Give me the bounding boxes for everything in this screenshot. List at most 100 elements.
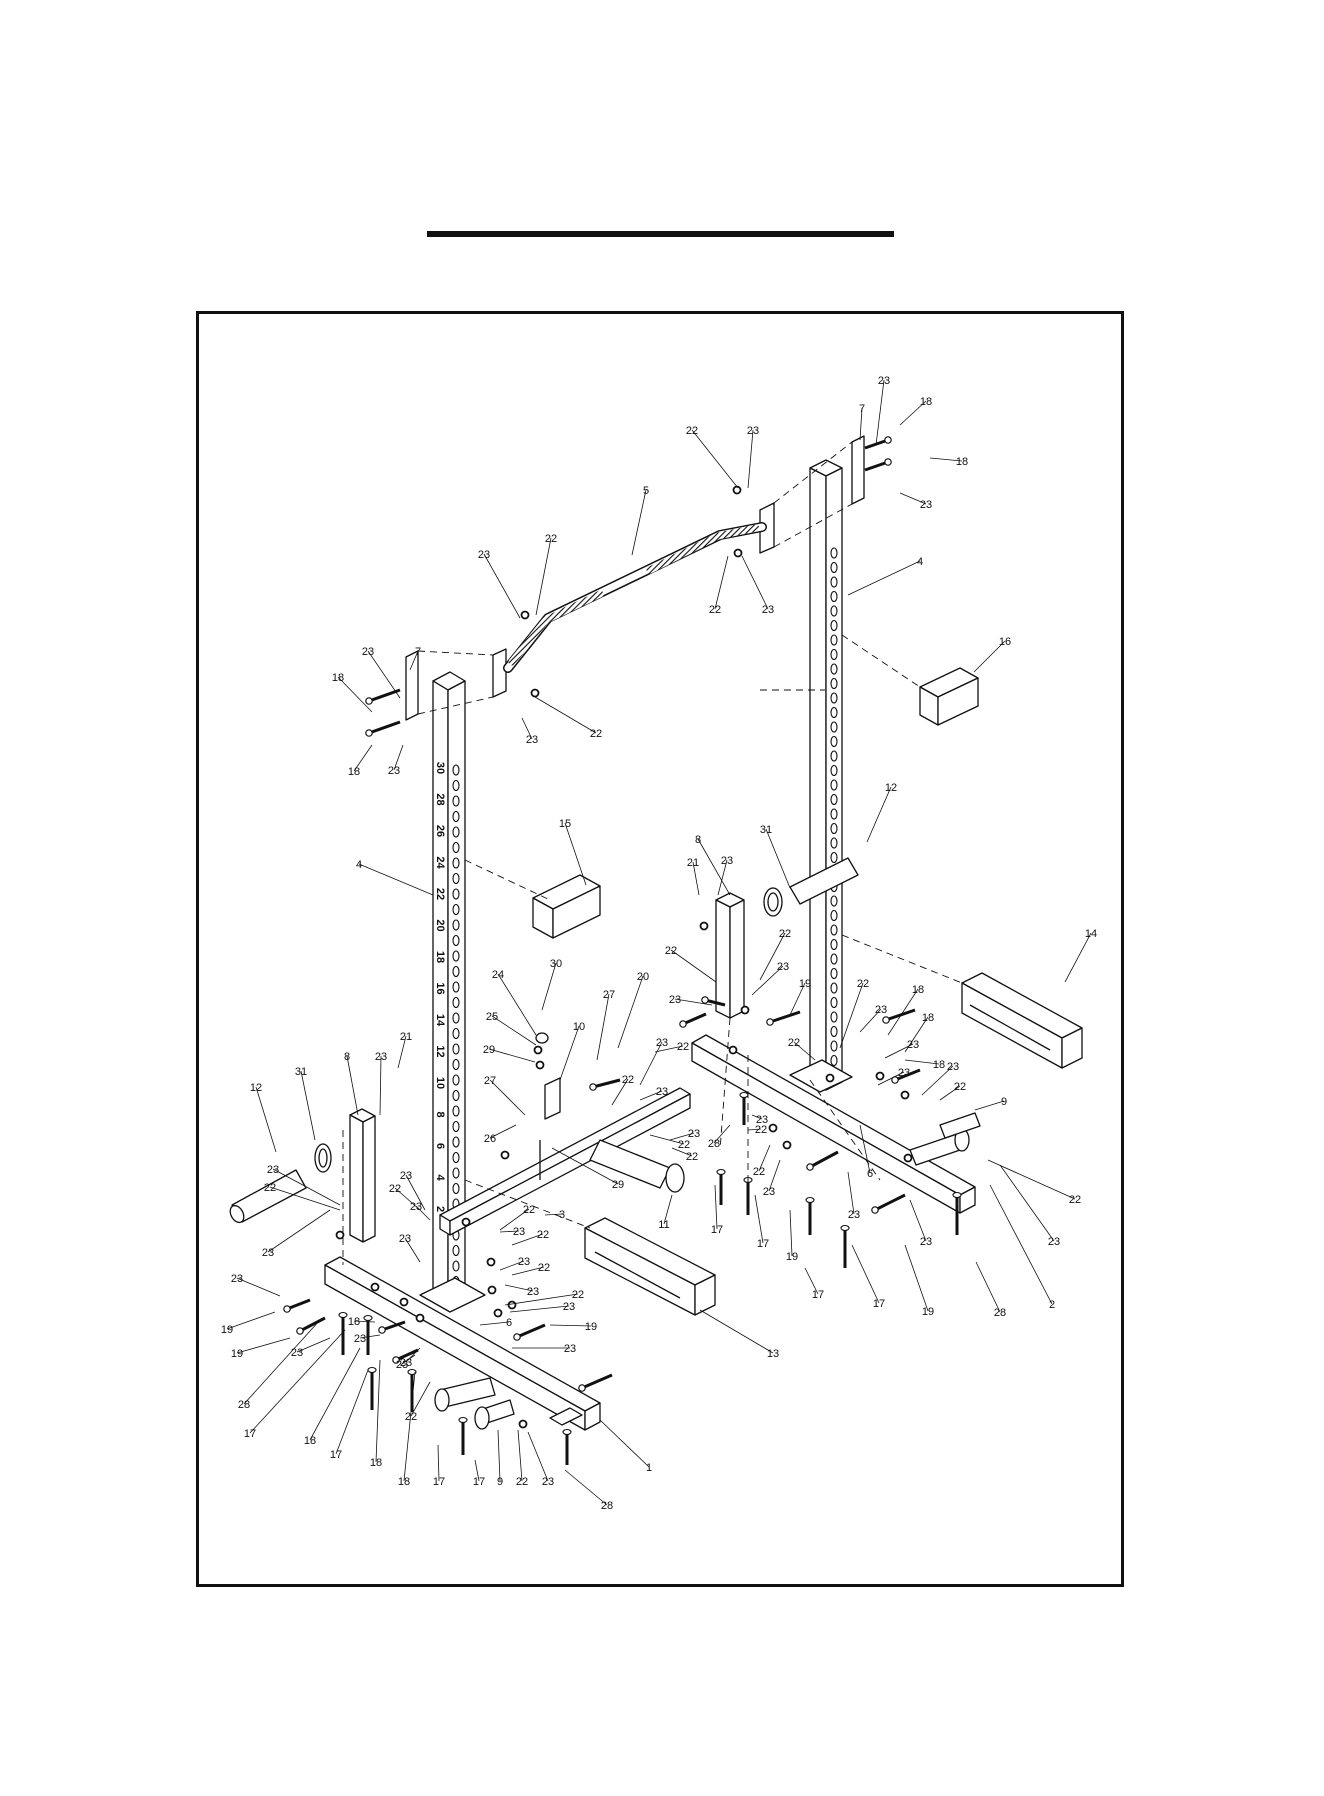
part-callout-23: 23 [410,1201,422,1213]
part-callout-22: 22 [709,604,721,616]
bolt [809,1150,839,1169]
bolt-head [766,1018,774,1026]
post-hole [452,950,460,962]
part-callout-19: 19 [922,1306,934,1318]
part-callout-9: 9 [1001,1096,1007,1108]
leader-line [929,457,963,462]
part-callout-12: 12 [250,1082,262,1094]
nut [875,1071,885,1081]
alignment-lines [342,441,963,1265]
leader-line [511,1266,545,1276]
part-callout-21: 21 [687,857,699,869]
post-hole [830,648,838,661]
part-callout-22: 22 [538,1262,550,1274]
right-base-frame [691,1034,976,1214]
leader-line [866,786,892,843]
leader-line [692,861,700,896]
part-callout-22: 22 [1069,1194,1081,1206]
bolt [381,1320,406,1332]
part-callout-27: 27 [484,1075,496,1087]
part-callout-23: 23 [907,1039,919,1051]
right-plate-post [715,892,745,1019]
bolt [592,1078,621,1089]
leader-line [768,1159,781,1192]
leader-line [887,988,919,1036]
leader-line [717,859,728,896]
leader-line [649,1134,685,1145]
part-callout-6: 6 [506,1317,512,1329]
part-callout-7: 7 [415,646,421,658]
part-callout-17: 17 [244,1428,256,1440]
bolt-head [884,458,892,466]
part-callout-23: 23 [518,1256,530,1268]
bolt [395,1348,419,1362]
post-hole [830,851,838,864]
post-hole [452,810,460,823]
post-hole [452,1043,460,1055]
leader-line [713,1124,731,1144]
leader-line [359,1334,381,1339]
leader-line [714,1184,718,1230]
nut [530,688,540,698]
page-edge-marks [460,1788,710,1792]
bolt [368,688,401,703]
plate-storage-pin-left [434,1377,515,1430]
leader-line [488,1048,536,1063]
post-hole [452,934,460,947]
post-hole [830,692,838,704]
post-hole [452,996,460,1009]
title-rule [427,231,894,237]
part-callout-23: 23 [747,425,759,437]
part-callout-22: 22 [523,1204,535,1216]
post-hole [452,795,460,807]
bolt-head [701,996,709,1004]
part-callout-22: 22 [665,945,677,957]
leader-line [859,1124,871,1174]
post-height-number: 14 [434,1014,446,1027]
post-hole [830,663,838,675]
leader-line [491,1015,537,1046]
bolt-head [578,1384,586,1392]
bolt-head [378,1326,386,1334]
leader-line [309,1347,361,1441]
part-callout-23: 23 [656,1037,668,1049]
part-callout-12: 12 [885,782,897,794]
leader-line [521,717,533,740]
leader-line [804,1267,819,1295]
bolt-head [589,1083,597,1091]
part-callout-4: 4 [917,556,923,568]
post-hole [830,764,838,777]
part-callout-18: 18 [912,984,924,996]
part-callout-23: 23 [947,1061,959,1073]
part-callout-17: 17 [330,1449,342,1461]
nut [535,1060,545,1070]
leader-line [904,1059,940,1065]
post-hole [452,1244,460,1257]
post-hole [830,779,838,791]
part-callout-18: 18 [348,766,360,778]
bolt [581,1373,613,1390]
bolt-head [884,436,892,444]
leader-line [909,1199,927,1242]
post-hole [830,837,838,849]
part-callout-23: 23 [721,855,733,867]
leader-line [249,1329,346,1434]
leader-line [367,650,401,699]
part-callout-23: 23 [375,1051,387,1063]
post-hole [452,1058,460,1071]
bolt-head [805,1196,815,1204]
part-callout-18: 18 [398,1476,410,1488]
bolt-head [283,1305,291,1313]
bolt-head [296,1327,304,1335]
part-callout-22: 22 [389,1183,401,1195]
post-hole [452,764,460,776]
leader-line [759,932,786,981]
leader-line [504,1284,534,1292]
left-base-frame [324,1256,601,1431]
leader-line [353,744,373,772]
part-callout-18: 18 [304,1435,316,1447]
part-callout-15: 15 [559,818,571,830]
part-callout-3: 3 [559,1209,565,1221]
leader-line [499,1260,525,1271]
